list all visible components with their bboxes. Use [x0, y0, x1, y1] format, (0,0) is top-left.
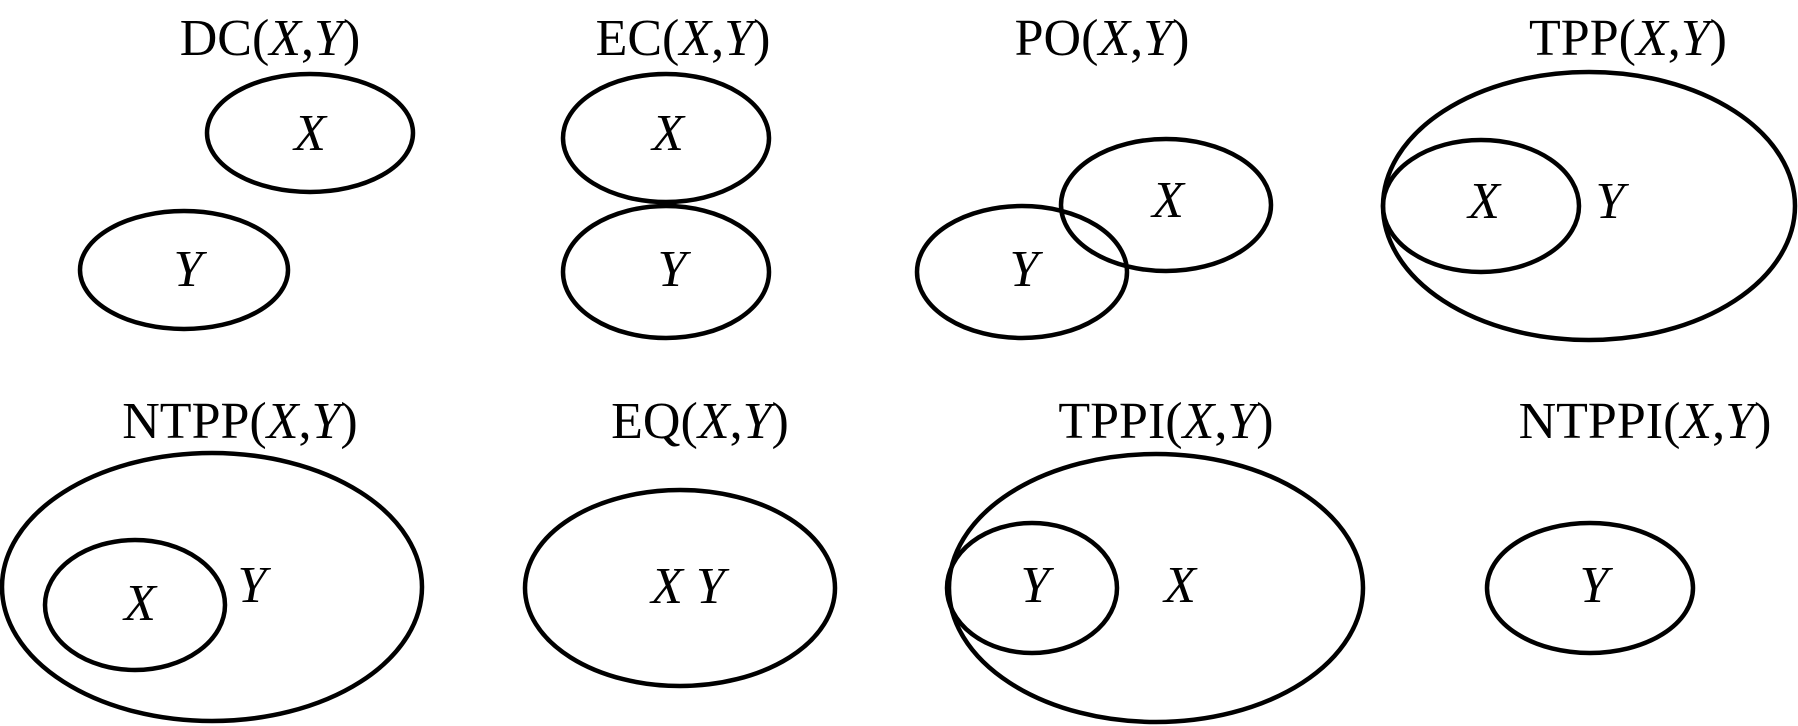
title-tpp: TPP(X,Y) [1529, 10, 1727, 67]
label-x: X [650, 105, 686, 162]
label-y: Y [658, 241, 692, 298]
title-dc: DC(X,Y) [180, 10, 361, 67]
label-y: Y [1010, 241, 1044, 298]
panel-po: PO(X,Y) X Y [914, 10, 1274, 341]
label-x: X [1162, 557, 1198, 614]
label-y: Y [1580, 557, 1614, 614]
region-y [914, 203, 1130, 341]
region-xy [522, 487, 838, 689]
label-xy: X Y [649, 558, 730, 615]
panel-tppi: TPPI(X,Y) Y X [944, 393, 1366, 725]
region-x [1058, 136, 1274, 274]
region-y [560, 203, 772, 341]
label-x: X [1466, 173, 1502, 230]
panel-ec: EC(X,Y) X Y [560, 10, 772, 341]
label-y: Y [238, 557, 272, 614]
panel-dc: DC(X,Y) X Y [77, 10, 416, 332]
region-x [42, 537, 228, 673]
region-y [1380, 69, 1798, 343]
region-y [944, 520, 1120, 656]
panel-eq: EQ(X,Y) X Y [522, 393, 838, 689]
panel-tpp: TPP(X,Y) X Y [1380, 10, 1798, 343]
panel-ntpp: NTPP(X,Y) X Y [0, 393, 425, 724]
label-x: X [1150, 172, 1186, 229]
title-tppi: TPPI(X,Y) [1058, 393, 1273, 450]
region-x [560, 71, 772, 205]
title-eq: EQ(X,Y) [611, 393, 789, 450]
title-po: PO(X,Y) [1015, 10, 1190, 67]
label-y: Y [174, 241, 208, 298]
region-y [77, 208, 291, 332]
region-x [946, 451, 1366, 725]
label-x: X [292, 105, 328, 162]
region-x [1380, 137, 1582, 275]
label-y: Y [1596, 173, 1630, 230]
label-x: X [122, 575, 158, 632]
panel-ntppi: NTPPI(X,Y) Y [1484, 393, 1772, 656]
title-ntppi: NTPPI(X,Y) [1519, 393, 1772, 450]
label-y: Y [1021, 557, 1055, 614]
title-ntpp: NTPP(X,Y) [122, 393, 358, 450]
region-y [0, 450, 425, 724]
region-x [204, 71, 416, 195]
region-y [1484, 520, 1696, 656]
title-ec: EC(X,Y) [596, 10, 771, 67]
